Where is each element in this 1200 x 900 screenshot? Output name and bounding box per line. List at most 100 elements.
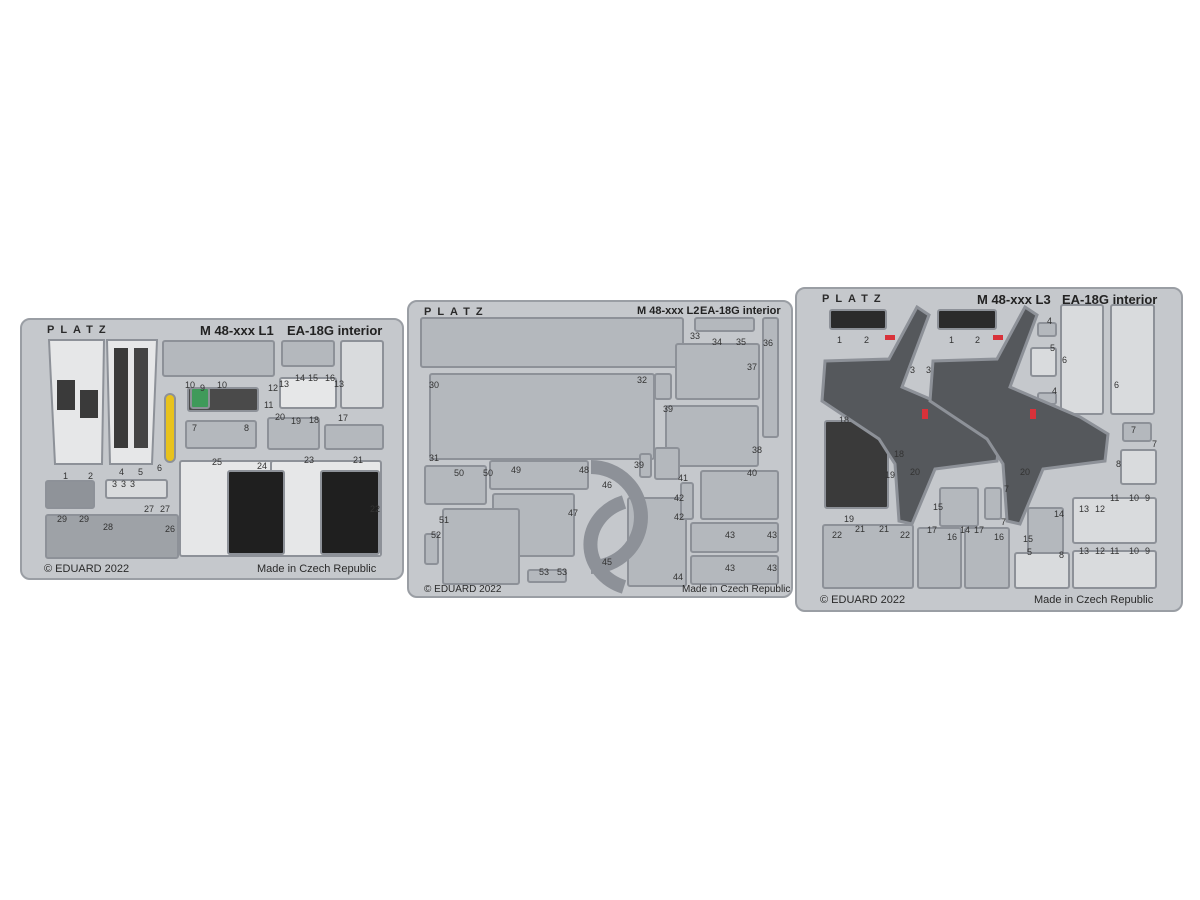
origin-label: Made in Czech Republic bbox=[1034, 594, 1154, 606]
etched-part bbox=[1060, 304, 1104, 415]
part-number: 26 bbox=[165, 524, 176, 534]
part-number: 18 bbox=[309, 415, 320, 425]
etched-part bbox=[1037, 322, 1057, 337]
etched-part bbox=[964, 527, 1010, 589]
part-number: 6 bbox=[157, 463, 163, 473]
part-number: 29 bbox=[79, 514, 90, 524]
part-number: 3 bbox=[926, 365, 932, 375]
part-number: 2 bbox=[975, 335, 981, 345]
part-number: 53 bbox=[539, 567, 550, 577]
etched-part bbox=[429, 373, 655, 460]
part-number: 11 bbox=[1110, 546, 1120, 556]
etched-part bbox=[937, 309, 997, 330]
etched-part bbox=[279, 377, 337, 409]
pull-handle-6 bbox=[164, 393, 176, 463]
part-number: 22 bbox=[900, 530, 911, 540]
seat-back-3-20-right bbox=[928, 304, 1110, 526]
part-number: 9 bbox=[200, 383, 206, 393]
curved-part-45 bbox=[583, 495, 627, 594]
part-number: 10 bbox=[1129, 546, 1140, 556]
etched-part bbox=[424, 465, 487, 505]
etched-part bbox=[690, 555, 779, 585]
etched-part bbox=[424, 533, 439, 565]
part-number: 12 bbox=[268, 383, 279, 393]
fret-title: EA-18G interior bbox=[1062, 292, 1158, 307]
part-number: 14 bbox=[1054, 509, 1065, 519]
part-number: 42 bbox=[674, 512, 685, 522]
part-number: 7 bbox=[1152, 439, 1158, 449]
etched-part bbox=[1072, 550, 1157, 589]
part-number: 18 bbox=[894, 449, 905, 459]
part-number: 6 bbox=[1062, 355, 1068, 365]
etched-part bbox=[1110, 304, 1155, 415]
etched-part bbox=[185, 420, 257, 449]
brand-label: PLATZ bbox=[47, 324, 112, 336]
part-number: 20 bbox=[910, 467, 921, 477]
part-number: 15 bbox=[1023, 534, 1034, 544]
part-number: 8 bbox=[1116, 459, 1122, 469]
part-number: 12 bbox=[1095, 504, 1106, 514]
etched-part bbox=[267, 417, 320, 450]
part-number: 1 bbox=[949, 335, 955, 345]
etched-part bbox=[694, 317, 755, 332]
etched-part bbox=[654, 447, 680, 480]
etched-part bbox=[822, 524, 914, 589]
etched-part bbox=[829, 309, 887, 330]
fret-l3-artwork bbox=[820, 304, 1110, 526]
etched-part bbox=[105, 479, 168, 499]
fret-l2: PLATZ M 48-xxx L2 EA-18G interior © EDUA… bbox=[407, 300, 793, 598]
part-number: 5 bbox=[1050, 343, 1056, 353]
part-number: 17 bbox=[927, 525, 938, 535]
part-number: 47 bbox=[568, 508, 579, 518]
part-number: 10 bbox=[1129, 493, 1140, 503]
etched-part bbox=[281, 340, 335, 367]
part-number: 37 bbox=[747, 362, 758, 372]
fret-code: M 48-xxx L1 bbox=[200, 323, 274, 338]
part-number: 52 bbox=[431, 530, 442, 540]
etched-part bbox=[442, 508, 520, 585]
part-number: 43 bbox=[767, 563, 778, 573]
part-number: 20 bbox=[1020, 467, 1031, 477]
part-number: 2 bbox=[864, 335, 870, 345]
part-number: 14 bbox=[295, 373, 306, 383]
etched-part bbox=[1027, 507, 1064, 554]
part-number: 33 bbox=[690, 331, 701, 341]
etched-part bbox=[324, 424, 384, 450]
part-number: 21 bbox=[879, 524, 890, 534]
part-number: 35 bbox=[736, 337, 747, 347]
curved-part-46 bbox=[590, 460, 648, 574]
part-number: 39 bbox=[663, 404, 674, 414]
etched-part bbox=[762, 317, 779, 438]
part-number: 5 bbox=[1027, 547, 1033, 557]
part-number: 3 bbox=[910, 365, 916, 375]
part-number: 10 bbox=[217, 380, 228, 390]
part-number: 43 bbox=[725, 563, 736, 573]
etched-part bbox=[675, 343, 760, 400]
brand-label: PLATZ bbox=[822, 293, 887, 305]
part-number: 50 bbox=[483, 468, 494, 478]
etched-part bbox=[939, 487, 979, 527]
part-number: 15 bbox=[308, 373, 319, 383]
brand-label: PLATZ bbox=[424, 306, 489, 318]
etched-part bbox=[680, 482, 694, 520]
part-number: 13 bbox=[1079, 504, 1090, 514]
fret-code: M 48-xxx L2 bbox=[637, 305, 700, 317]
part-number: 16 bbox=[947, 532, 958, 542]
etched-part bbox=[1120, 449, 1157, 485]
seat-back-3-20-left bbox=[820, 304, 1002, 526]
part-number: 45 bbox=[602, 557, 613, 567]
part-number: 11 bbox=[264, 400, 274, 410]
part-number: 4 bbox=[1052, 386, 1058, 396]
part-number: 19 bbox=[885, 470, 896, 480]
fret-l2-artwork bbox=[583, 460, 648, 594]
part-number: 22 bbox=[370, 504, 381, 514]
copyright: © EDUARD 2022 bbox=[44, 563, 130, 575]
part-number: 25 bbox=[212, 457, 223, 467]
part-number: 15 bbox=[933, 502, 944, 512]
etched-part bbox=[489, 460, 589, 490]
part-number: 27 bbox=[144, 504, 155, 514]
origin-label: Made in Czech Republic bbox=[682, 584, 791, 595]
part-number: 7 bbox=[1004, 484, 1010, 494]
etched-part bbox=[190, 387, 210, 409]
part-number: 14 bbox=[960, 525, 971, 535]
